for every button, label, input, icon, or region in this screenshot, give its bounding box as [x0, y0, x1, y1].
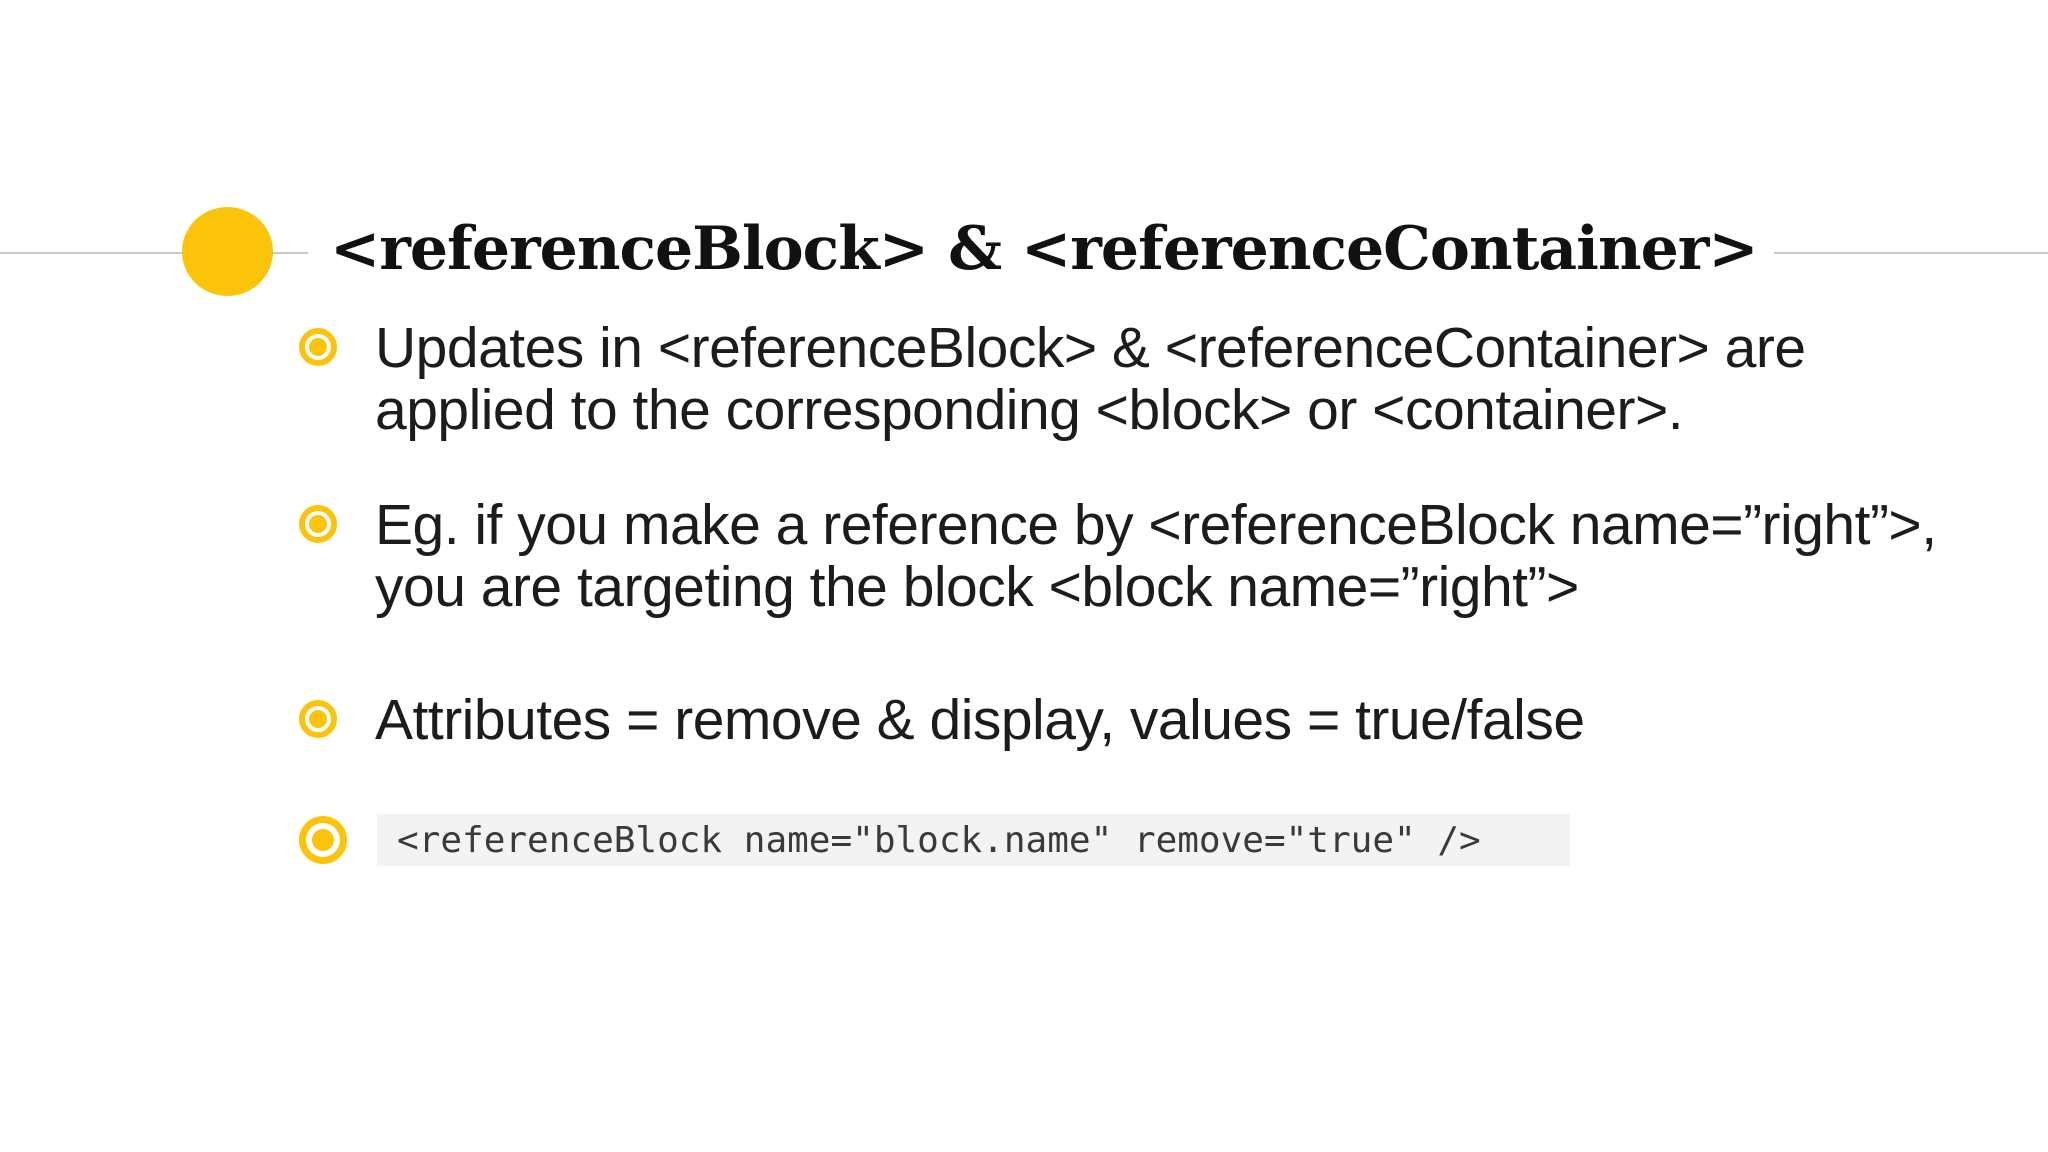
bullseye-bullet-icon [299, 505, 337, 543]
code-snippet: <referenceBlock name="block.name" remove… [377, 814, 1570, 866]
bullet-item: Attributes = remove & display, values = … [299, 689, 1585, 751]
accent-circle [182, 207, 273, 296]
bullseye-bullet-icon [299, 700, 337, 738]
bullet-item-code: <referenceBlock name="block.name" remove… [299, 814, 1570, 866]
bullet-item: Eg. if you make a reference by <referenc… [299, 494, 1937, 618]
slide-title: <referenceBlock> & <referenceContainer> [308, 215, 1774, 289]
bullet-text: Eg. if you make a reference by <referenc… [375, 493, 1937, 619]
bullet-text: Attributes = remove & display, values = … [375, 688, 1585, 752]
bullseye-bullet-icon [299, 816, 347, 864]
bullet-text: Updates in <referenceBlock> & <reference… [375, 316, 1806, 442]
bullet-item: Updates in <referenceBlock> & <reference… [299, 317, 1806, 441]
bullseye-bullet-icon [299, 328, 337, 366]
